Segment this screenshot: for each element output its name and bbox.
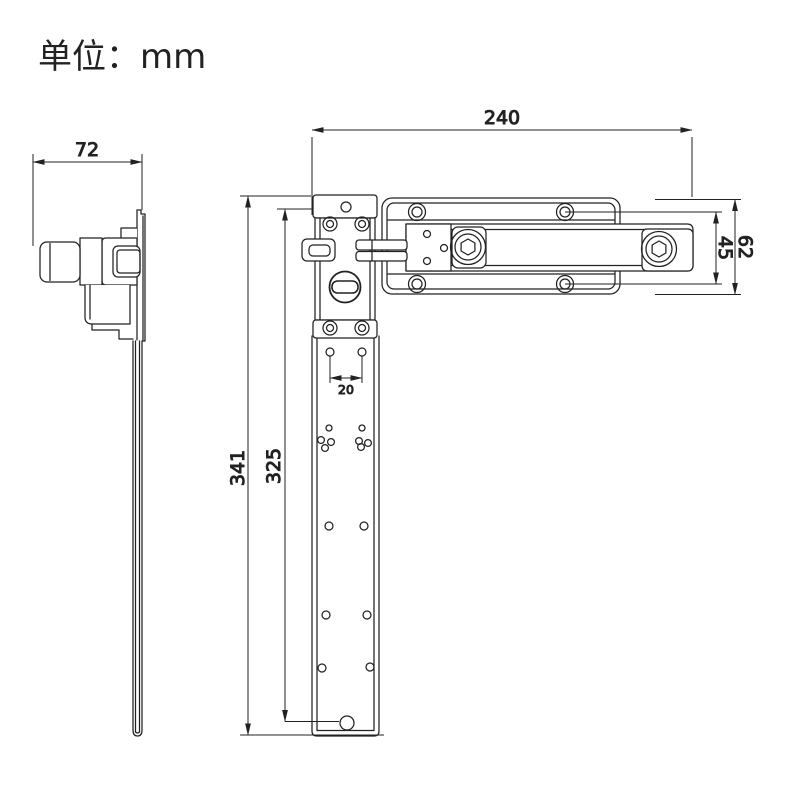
bar-hole (325, 347, 335, 357)
dim-front-width: 240 (311, 107, 693, 215)
dim-overall-height: 341 (227, 195, 384, 736)
dim-side-depth: 72 (32, 139, 143, 246)
side-rail-tongue (112, 245, 141, 278)
lock-screw-holes (322, 216, 370, 336)
side-view (39, 209, 146, 737)
bar-hole (359, 521, 369, 531)
dim-label-240: 240 (484, 107, 520, 129)
connector-prongs (355, 239, 408, 262)
slide-bolt (405, 223, 694, 272)
bar-hole (317, 663, 327, 673)
dim-screw-row-spacing: 45 (565, 211, 737, 285)
dim-rod-hole-height: 325 (263, 208, 339, 722)
lock-body (301, 194, 378, 339)
bar-hole (365, 662, 375, 672)
bar-hole (362, 610, 372, 620)
side-rod (132, 339, 146, 737)
bar-hole (321, 610, 331, 620)
top-plate-hole (340, 201, 352, 213)
lock-top-plate (312, 194, 378, 219)
bar-hole (324, 521, 334, 531)
dim-label-62: 62 (734, 235, 756, 259)
arm-screw-holes (407, 202, 575, 294)
horizontal-arm (355, 197, 694, 295)
dim-label-72: 72 (75, 139, 99, 161)
bar-hole (357, 347, 367, 357)
dim-hole-pitch: 20 (329, 356, 363, 398)
dim-bracket-height: 62 (655, 199, 757, 295)
dim-label-45: 45 (714, 236, 736, 260)
dim-label-341: 341 (227, 450, 249, 486)
hex-bolt-left (449, 228, 487, 266)
bar-hole-cluster-right (354, 424, 373, 452)
side-knob (39, 241, 81, 283)
vertical-bar (311, 335, 380, 737)
dim-label-20: 20 (338, 382, 354, 397)
hex-bolt-right (640, 230, 678, 268)
lock-body-case (314, 217, 376, 321)
lock-cylinder (328, 270, 362, 304)
front-view (301, 194, 694, 737)
bar-end-hole (339, 715, 355, 731)
bar-hole-cluster-left (316, 424, 336, 453)
side-lock-body (79, 237, 103, 286)
unit-label: 单位：mm (38, 37, 206, 77)
left-hook (301, 238, 336, 262)
dim-label-325: 325 (263, 448, 285, 484)
side-bracket (84, 284, 134, 340)
